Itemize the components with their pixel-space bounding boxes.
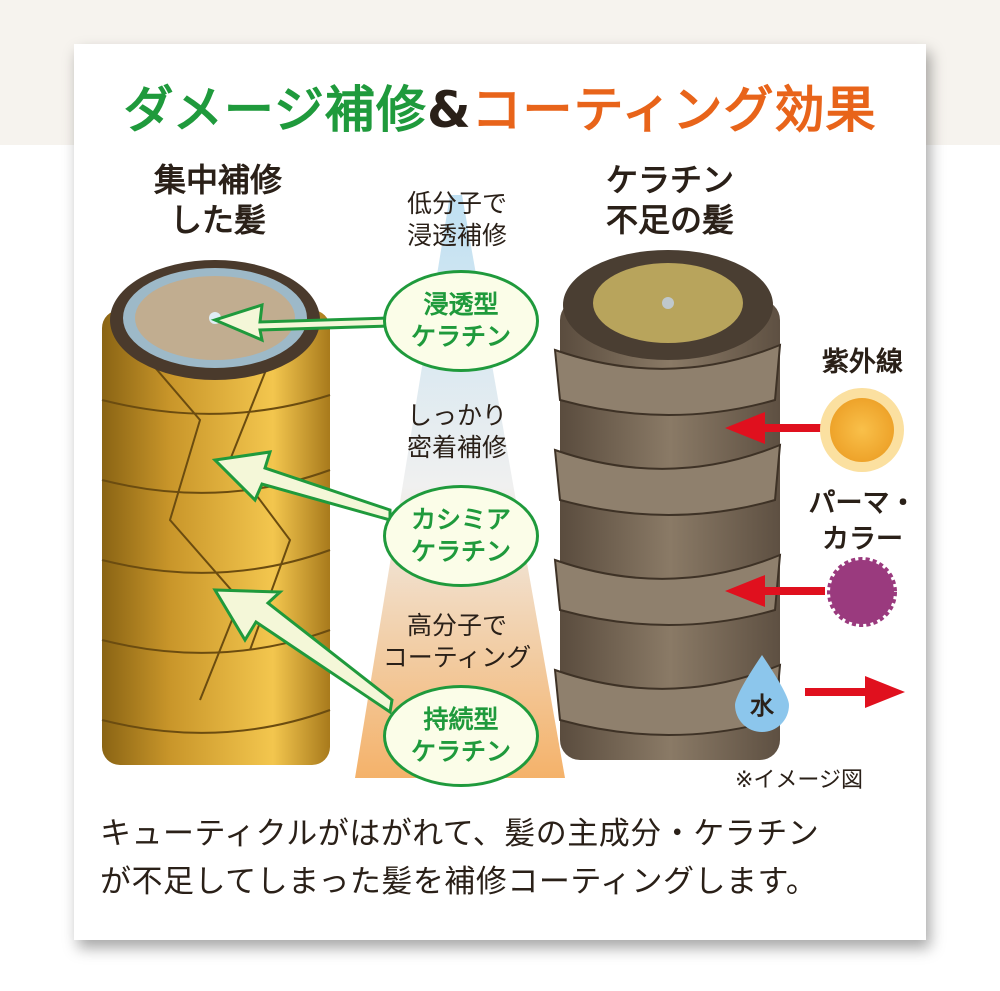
- bubble-cashmere-keratin: カシミア ケラチン: [383, 485, 539, 587]
- water-drop-icon: [735, 655, 789, 732]
- center-label-high-molecule: 高分子で コーティング: [337, 610, 577, 674]
- green-arrows: [210, 302, 394, 715]
- left-heading-line: した髪: [169, 201, 266, 239]
- bubble-line: カシミア: [410, 505, 511, 534]
- perm-color-line: カラー: [822, 524, 903, 555]
- perm-color-label: パーマ・ カラー: [800, 486, 925, 558]
- right-heading-line: 不足の髪: [605, 201, 734, 239]
- bubble-line: 浸透型: [423, 290, 499, 319]
- red-arrows: [725, 412, 905, 708]
- caption-line: キューティクルがはがれて、髪の主成分・ケラチン: [100, 816, 820, 852]
- bubble-penetrating-keratin: 浸透型 ケラチン: [383, 270, 539, 372]
- title-part1: ダメージ補修: [123, 81, 427, 139]
- center-label-line: 密着補修: [406, 433, 507, 462]
- bubble-line: ケラチン: [410, 537, 511, 566]
- bubble-line: 持続型: [423, 705, 499, 734]
- caption: キューティクルがはがれて、髪の主成分・ケラチン が不足してしまった髪を補修コーテ…: [100, 810, 819, 906]
- water-label: 水: [750, 692, 774, 720]
- center-label-line: コーティング: [382, 643, 532, 672]
- center-label-adhesion: しっかり 密着補修: [337, 400, 577, 464]
- caption-line: が不足してしまった髪を補修コーティングします。: [100, 864, 818, 900]
- title-part2: コーティング効果: [471, 81, 877, 139]
- repaired-hair-illustration: [101, 260, 331, 765]
- perm-color-line: パーマ・: [808, 488, 917, 519]
- sun-icon: [820, 388, 904, 472]
- center-label-line: 低分子で: [406, 189, 507, 218]
- center-label-low-molecule: 低分子で 浸透補修: [337, 188, 577, 252]
- center-label-line: しっかり: [406, 401, 507, 430]
- center-label-line: 浸透補修: [406, 221, 507, 250]
- left-heading: 集中補修 した髪: [118, 160, 318, 240]
- right-heading: ケラチン 不足の髪: [565, 160, 775, 240]
- bubble-line: ケラチン: [410, 322, 511, 351]
- center-label-line: 高分子で: [406, 611, 507, 640]
- image-note: ※イメージ図: [735, 768, 863, 793]
- bubble-lasting-keratin: 持続型 ケラチン: [383, 685, 539, 787]
- left-heading-line: 集中補修: [153, 161, 282, 199]
- title-amp: &: [426, 81, 472, 139]
- page-title: ダメージ補修&コーティング効果: [0, 70, 1000, 142]
- perm-color-icon: [827, 557, 897, 627]
- right-heading-line: ケラチン: [605, 161, 734, 199]
- bubble-line: ケラチン: [410, 737, 511, 766]
- uv-label: 紫外線: [822, 347, 903, 378]
